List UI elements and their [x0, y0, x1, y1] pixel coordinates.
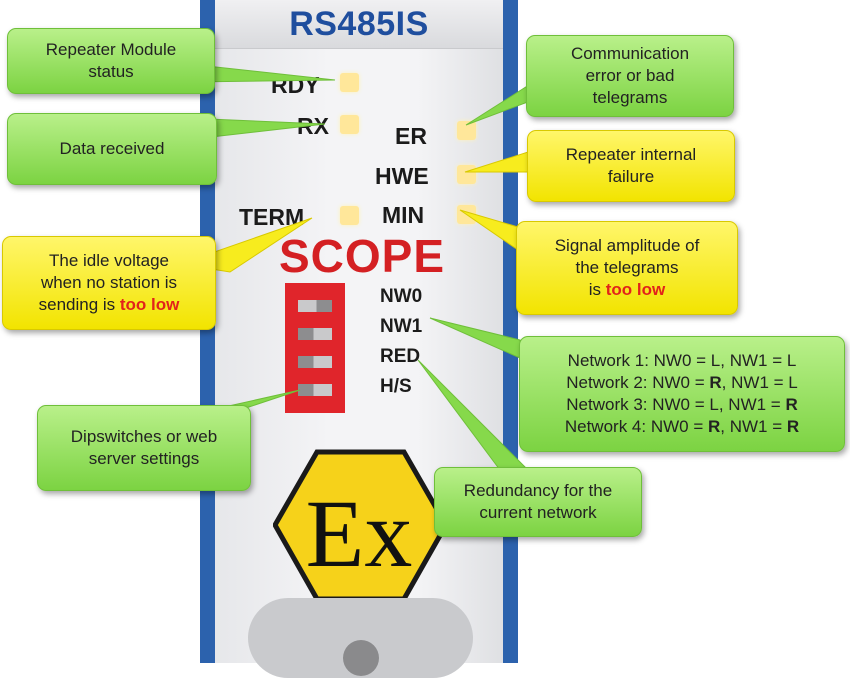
pointer-networks	[429, 317, 521, 359]
network-3-nw1-value: R	[785, 395, 798, 414]
callout-dipswitches-line2: server settings	[88, 449, 200, 468]
network-4-nw1-prefix: , NW1 =	[720, 417, 787, 436]
callout-communication-error-line3: telegrams	[592, 88, 668, 107]
hwe-label: HWE	[375, 163, 429, 189]
network-4-nw1-value: R	[786, 417, 800, 436]
network-1-row: Network 1: NW0 = L, NW1 = L	[567, 351, 797, 370]
callout-communication-error: Communication error or bad telegrams	[526, 35, 734, 117]
callout-internal-failure-line1: Repeater internal	[565, 145, 697, 164]
callout-idle-voltage-line1: The idle voltage	[48, 251, 170, 270]
network-4-nw0-prefix: Network 4: NW0 =	[564, 417, 708, 436]
callout-module-status: Repeater Module status	[7, 28, 215, 94]
callout-signal-amplitude-line3-prefix: is	[588, 280, 606, 299]
callout-module-status-line2: status	[88, 62, 134, 81]
callout-idle-voltage: The idle voltage when no station is send…	[2, 236, 216, 330]
callout-idle-voltage-highlight: too low	[119, 295, 180, 314]
callout-network-settings: Network 1: NW0 = L, NW1 = L Network 2: N…	[519, 336, 845, 452]
callout-redundancy-line2: current network	[479, 503, 597, 522]
callout-communication-error-line2: error or bad	[585, 66, 675, 85]
callout-dipswitches: Dipswitches or web server settings	[37, 405, 251, 491]
network-2-row: Network 2: NW0 = R, NW1 = L	[566, 372, 797, 394]
network-2-nw1-part: , NW1 = L	[721, 373, 798, 392]
nw1-label: NW1	[380, 316, 423, 337]
rdy-led	[340, 73, 359, 92]
rx-led	[340, 115, 359, 134]
callout-internal-failure-line2: failure	[607, 167, 655, 186]
callout-idle-voltage-line2: when no station is	[40, 273, 178, 292]
network-4-row: Network 4: NW0 = R, NW1 = R	[565, 416, 799, 438]
callout-module-status-line1: Repeater Module	[45, 40, 177, 59]
brand-label: RS485IS	[289, 5, 429, 43]
callout-signal-amplitude-line1: Signal amplitude of	[554, 236, 700, 255]
er-led	[457, 121, 476, 140]
callout-dipswitches-line1: Dipswitches or web	[70, 427, 218, 446]
red-label: RED	[380, 346, 421, 367]
pointer-internal	[464, 151, 529, 173]
dip-switch-hs	[298, 384, 332, 396]
dip-switch-block	[285, 283, 345, 413]
callout-data-received: Data received	[7, 113, 217, 185]
scope-label: SCOPE	[279, 230, 446, 282]
network-3-row: Network 3: NW0 = L, NW1 = R	[566, 394, 797, 416]
pointer-redundancy	[417, 359, 530, 471]
callout-redundancy: Redundancy for the current network	[434, 467, 642, 537]
ex-logo-text: Ex	[306, 480, 413, 587]
hs-label: H/S	[380, 376, 412, 397]
term-led	[340, 206, 359, 225]
er-label: ER	[395, 123, 427, 149]
callout-signal-amplitude-line2: the telegrams	[575, 258, 679, 277]
network-2-nw0-prefix: Network 2: NW0 =	[566, 373, 710, 392]
callout-signal-amplitude: Signal amplitude of the telegrams is too…	[516, 221, 738, 315]
callout-communication-error-line1: Communication	[570, 44, 690, 63]
callout-data-received-line1: Data received	[59, 139, 165, 158]
network-2-nw0-value: R	[709, 373, 722, 392]
network-3-prefix: Network 3: NW0 = L, NW1 =	[566, 395, 786, 414]
min-label: MIN	[382, 202, 425, 228]
dip-switch-red	[298, 356, 332, 368]
dip-switch-nw0	[298, 300, 332, 312]
callout-internal-failure: Repeater internal failure	[527, 130, 735, 202]
callout-signal-amplitude-highlight: too low	[605, 280, 666, 299]
dip-switch-nw1	[298, 328, 332, 340]
module-front-panel: RS485IS RDY RX ER HWE TERM MIN SCOPE NW0	[215, 0, 503, 678]
nw0-label: NW0	[380, 286, 423, 307]
brand-header: RS485IS	[215, 0, 503, 49]
ex-logo: Ex	[273, 449, 448, 602]
callout-idle-voltage-line3-prefix: sending is	[38, 295, 120, 314]
callout-signal-amplitude-line3: is too low	[589, 279, 665, 301]
callout-redundancy-line1: Redundancy for the	[463, 481, 613, 500]
callout-idle-voltage-line3: sending is too low	[39, 294, 180, 316]
network-4-nw0-value: R	[707, 417, 721, 436]
